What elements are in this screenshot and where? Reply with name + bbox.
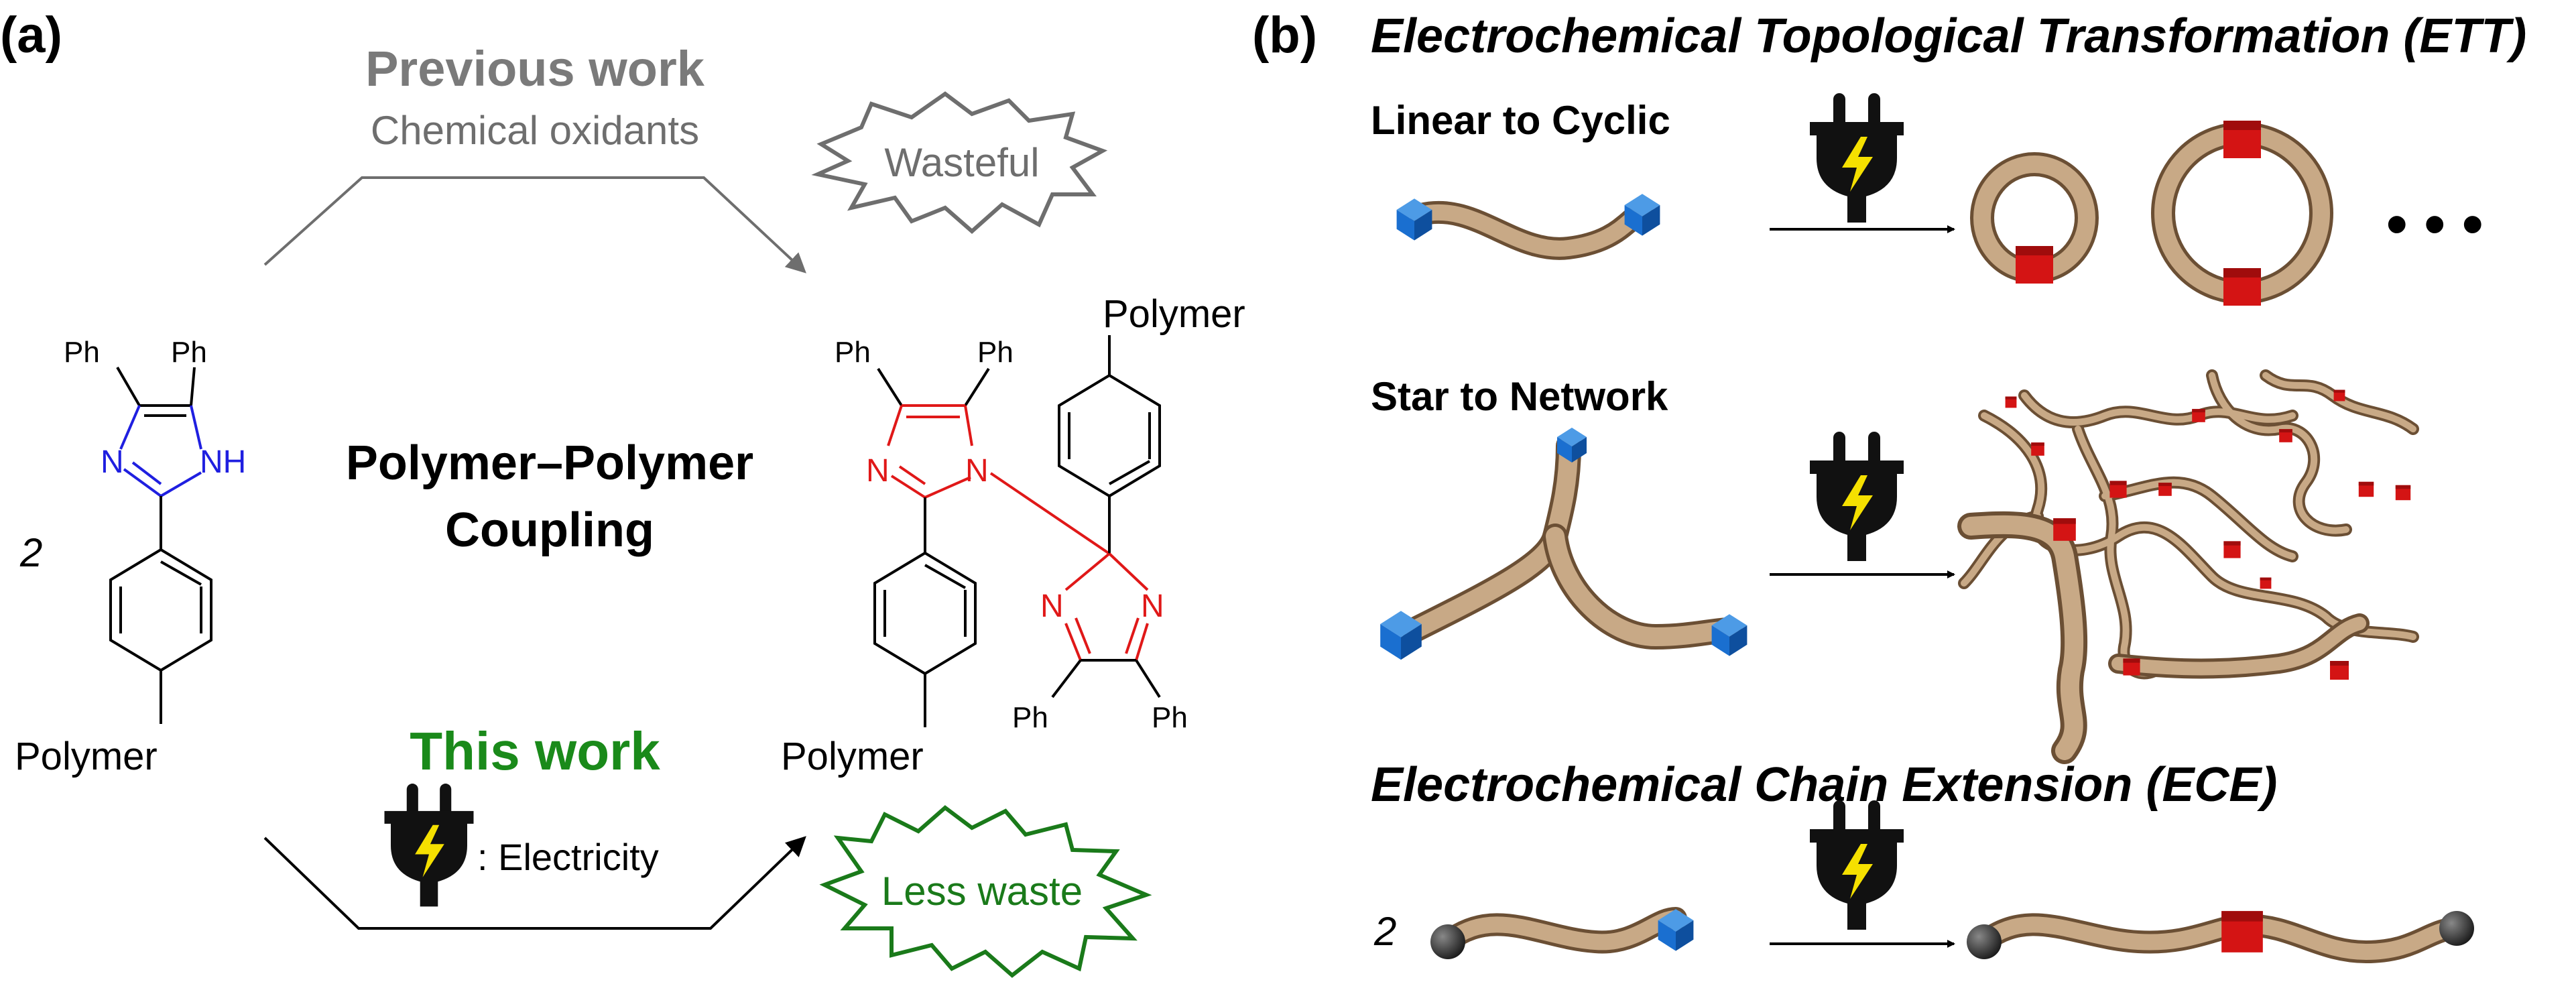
electricity-label: : Electricity [477, 836, 659, 878]
reactant-coefficient: 2 [19, 530, 42, 575]
panel-b-label: (b) [1252, 7, 1317, 64]
linear-to-cyclic-label: Linear to Cyclic [1371, 98, 1670, 143]
ellipsis: • • • [2386, 191, 2483, 258]
red-linkage [2223, 268, 2261, 306]
product-n-2: N [965, 453, 989, 489]
reactant-structure: 2 Ph Ph N NH Polymer [15, 336, 246, 778]
electric-plug-icon [1810, 806, 1904, 930]
this-work-title: This work [410, 721, 660, 781]
product-n-3: N [1040, 589, 1064, 624]
product-n-4: N [1141, 589, 1164, 624]
cyclic-product-large [2151, 121, 2333, 306]
less-waste-label: Less waste [881, 869, 1083, 914]
ece-reactant-chain [1430, 907, 1694, 959]
coupling-title-line1: Polymer–Polymer [346, 436, 753, 490]
reactant-ph-2: Ph [171, 336, 207, 369]
product-polymer-bottom: Polymer [781, 735, 924, 778]
previous-work-title: Previous work [365, 41, 705, 97]
linear-chain [1396, 194, 1660, 260]
reactant-atom-n: N [101, 444, 124, 480]
panel-a-label: (a) [0, 7, 62, 64]
previous-work-arrow [263, 176, 806, 273]
product-ph-3: Ph [1012, 701, 1048, 734]
end-cap [1430, 924, 1465, 959]
product-polymer-top: Polymer [1103, 292, 1245, 336]
product-ph-2: Ph [977, 336, 1014, 369]
red-linkage [2016, 246, 2053, 284]
ece-coefficient: 2 [1373, 909, 1396, 954]
ece-title: Electrochemical Chain Extension (ECE) [1371, 758, 2277, 812]
cyclic-product-small [1970, 152, 2099, 284]
star-to-network-label: Star to Network [1371, 374, 1668, 419]
wasteful-label: Wasteful [884, 140, 1039, 185]
electric-plug-icon [1810, 99, 1904, 223]
electric-plug-icon [1810, 438, 1904, 561]
product-structure: Ph Ph N N Polymer Polymer [781, 292, 1245, 778]
red-linkage [2221, 911, 2263, 953]
star-polymer [1380, 428, 1747, 660]
end-cap [2439, 911, 2474, 946]
reactant-polymer-label: Polymer [15, 735, 158, 778]
coupling-title-line2: Coupling [445, 503, 654, 557]
product-ph-4: Ph [1152, 701, 1188, 734]
red-linkage [2223, 121, 2261, 158]
electric-plug-icon [385, 790, 474, 907]
product-ph-1: Ph [835, 336, 871, 369]
ett-title: Electrochemical Topological Transformati… [1371, 9, 2526, 63]
reactant-ph-1: Ph [64, 336, 100, 369]
ece-product-chain [1967, 911, 2474, 964]
product-n-1: N [866, 453, 890, 489]
end-cap [1967, 924, 2002, 959]
wasteful-burst [811, 91, 1108, 234]
this-work-arrow [263, 836, 806, 930]
less-waste-burst [819, 805, 1152, 978]
previous-work-subtitle: Chemical oxidants [371, 108, 699, 153]
polymer-network [1957, 369, 2419, 764]
reactant-atom-nh: NH [200, 444, 246, 480]
